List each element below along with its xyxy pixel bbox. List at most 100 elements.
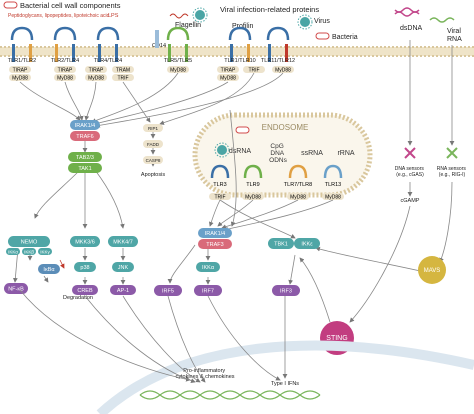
trif-label: TRIF: [248, 68, 259, 74]
profilin-label: Profilin: [232, 23, 254, 30]
plasma-membrane: [0, 46, 474, 57]
degradation-label: Degradation: [63, 295, 93, 301]
bacteria-icon: [3, 1, 18, 9]
ssrna-label: ssRNA: [301, 150, 323, 157]
bacterial-components-sub: Peptidoglycans, lipopeptides, lipoteicho…: [8, 13, 110, 19]
tlr1-tlr10-label: TLR1/TLR10: [224, 58, 256, 64]
virus-label: Virus: [314, 18, 330, 25]
cytokines-line: Pro-inflammatory: [183, 368, 225, 374]
traf6-label: TRAF6: [76, 134, 93, 140]
trif-label: TRIF: [117, 76, 128, 82]
dsrna-label: dsRNA: [229, 148, 252, 155]
trif-label: TRIF: [214, 195, 225, 201]
tlr2-tlr4-label: TLR2/TLR4: [51, 58, 79, 64]
dsdna-icon: [394, 7, 420, 17]
tirap-label: TIRAP: [13, 68, 28, 74]
myd88-label: MyD88: [57, 76, 73, 82]
irak14b-label: IRAK1/4: [205, 231, 225, 237]
cpg-line: ODNs: [269, 157, 287, 164]
fadd-label: FADD: [147, 142, 160, 147]
irf5-node: [154, 285, 182, 296]
tlr11-tlr12-receptor: [266, 26, 290, 62]
tirap-label: TIRAP: [58, 68, 73, 74]
casp8-label: CASP8: [146, 158, 161, 163]
tlr4-tlr4-label: TLR4/TLR4: [94, 58, 122, 64]
tbk1-label: TBK1: [274, 242, 288, 248]
tlr1-tlr10-receptor: [228, 26, 252, 62]
irf3-node: [272, 285, 300, 296]
p38-label: p38: [80, 265, 89, 271]
tlr5-tlr5-receptor: [166, 26, 190, 62]
dna-sensor-icon: [404, 147, 416, 159]
viral-rna-line: Viral: [447, 28, 461, 35]
ikkg-label: IKKγ: [40, 250, 50, 255]
tlr7-tlr8-label: TLR7/TLR8: [284, 182, 312, 188]
ikka-node: [6, 248, 20, 255]
rna-sensors-line: RNA sensors: [437, 166, 467, 172]
endosomal-receptors: [210, 164, 343, 179]
irak14-node: [70, 120, 100, 130]
tram-label: TRAM: [116, 68, 130, 74]
virus-icon: [192, 7, 208, 23]
flagellin-label: Flagellin: [175, 22, 201, 29]
myd88-label: MyD88: [88, 76, 104, 82]
mavs-node: [418, 256, 446, 284]
jnk-label: JNK: [118, 265, 129, 271]
irak14-label: IRAK1/4: [75, 123, 95, 129]
tbk1-node: [268, 238, 294, 249]
tlr13-label: TLR13: [325, 182, 342, 188]
fadd-node: [143, 140, 163, 148]
irf7-node: [194, 285, 222, 296]
irf3-label: IRF3: [280, 289, 292, 295]
p38-node: [74, 262, 96, 272]
tlr1-tlr2-receptor: [10, 26, 34, 62]
cytokines-line: cytokines & chemokines: [176, 374, 235, 380]
myd88-label: MyD88: [245, 195, 261, 201]
myd88-label: MyD88: [220, 76, 236, 82]
myd88-label: MyD88: [170, 68, 186, 74]
viral-proteins-label: Viral infection-related proteins: [220, 5, 319, 14]
ikka-label: IKKα: [8, 250, 18, 255]
cd14-receptor: [155, 30, 159, 48]
viral-rna-icon: [429, 17, 455, 23]
traf3-node: [198, 239, 232, 249]
myd88-label: MyD88: [275, 68, 291, 74]
creb-label: CREB: [77, 288, 93, 294]
virus-icon: [214, 142, 230, 158]
mkk36-label: MKK3/6: [75, 240, 95, 246]
rna-sensor-icon: [446, 147, 458, 159]
tab23-node: [68, 152, 102, 162]
output-arrows: [19, 289, 288, 383]
nemo-node: [8, 236, 50, 247]
ikka2-label: IKKα: [202, 265, 215, 271]
tirap-label: TIRAP: [221, 68, 236, 74]
rip1-node: [143, 124, 163, 132]
casp8-node: [143, 156, 163, 164]
rna-sensors-label: RNA sensors (e.g., RIG-I): [437, 166, 468, 178]
endosome-adaptors: TRIF MyD88 MyD88 MyD88: [209, 193, 344, 201]
myd88-label: MyD88: [325, 195, 341, 201]
ikke-node: [294, 238, 320, 249]
tlr4-tlr4-receptor: [96, 26, 120, 62]
viral-rna-line: RNA: [447, 36, 462, 43]
rrna-label: rRNA: [337, 150, 354, 157]
tak1-label: TAK1: [78, 166, 91, 172]
dna-sensors-label: DNA sensors (e.g., cGAS): [395, 166, 426, 178]
adaptor-pills: TIRAP MyD88 TIRAP MyD88 TIRAP MyD88 TRAM…: [9, 66, 294, 82]
mkk47-node: [108, 236, 138, 247]
irak14b-node: [198, 228, 232, 238]
mavs-label: MAVS: [424, 268, 441, 274]
dna-sensors-line: DNA sensors: [395, 166, 425, 172]
cgamp-label: cGAMP: [401, 198, 420, 204]
viral-rna-label: Viral RNA: [447, 28, 463, 43]
lps-label: LPS: [108, 13, 119, 19]
inhibition-arrows: [59, 259, 65, 269]
mkk36-node: [70, 236, 100, 247]
pathway-arrows: [12, 40, 455, 323]
sting-label: STING: [326, 335, 347, 342]
tlr1-tlr2-label: TLR1/TLR2: [8, 58, 36, 64]
ikba-node: [38, 264, 60, 274]
traf6-node: [70, 131, 100, 141]
flagellin-icon: [169, 13, 189, 19]
